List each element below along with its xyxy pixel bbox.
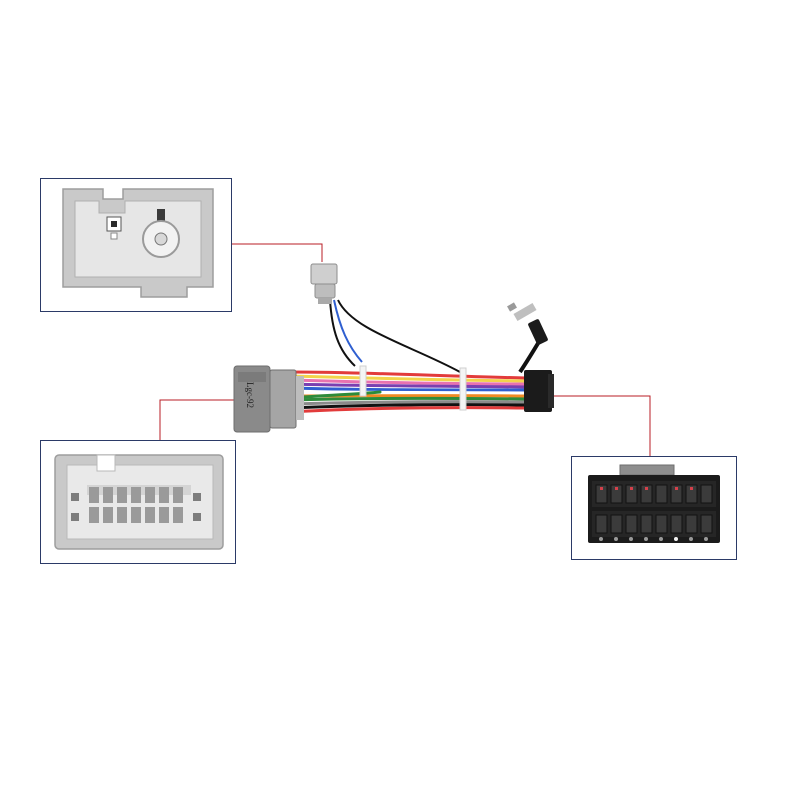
vehicle-plug xyxy=(233,365,304,433)
tie-wrap xyxy=(459,367,467,411)
leader-line-bottom-right xyxy=(550,395,651,456)
plug-label-text: Lgc-92 xyxy=(245,382,255,408)
iso-connector-face xyxy=(588,464,720,543)
leader-line-top-left xyxy=(232,243,323,262)
wire-bundle xyxy=(288,370,528,414)
leader-line-bottom-left xyxy=(159,399,244,440)
inset-small-connector xyxy=(40,178,232,312)
plug-label: Lgc-92 xyxy=(245,382,260,416)
small-connector-wires xyxy=(329,299,461,373)
antenna-cable xyxy=(507,302,548,374)
vehicle-connector-face xyxy=(54,454,224,550)
iso-plug xyxy=(524,370,554,412)
iso-pins-bottom xyxy=(595,514,713,541)
iso-pins-top xyxy=(595,484,713,504)
pin-row-bottom xyxy=(89,507,183,523)
inset-vehicle-connector xyxy=(40,440,236,564)
tie-wrap xyxy=(359,365,367,397)
small-connector-face xyxy=(62,188,214,298)
small-2pin-connector xyxy=(310,263,338,304)
inset-iso-connector xyxy=(571,456,737,560)
leader-lines xyxy=(159,243,651,456)
pin-row-top xyxy=(89,487,183,503)
